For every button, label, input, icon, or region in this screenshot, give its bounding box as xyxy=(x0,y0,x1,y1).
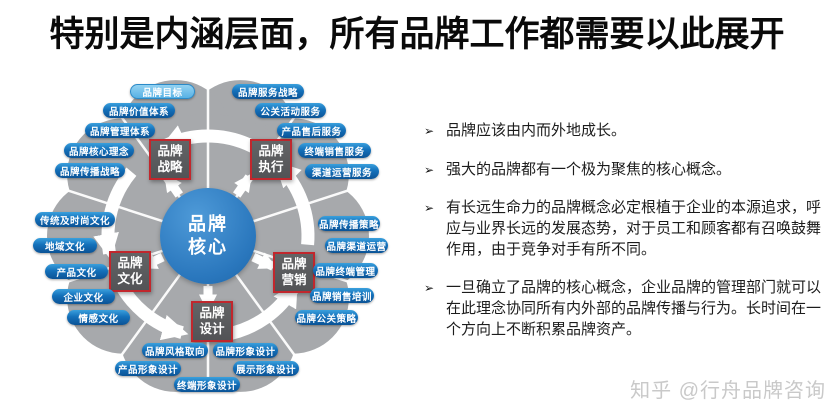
brand-core-diagram: 品牌核心 品牌战略 品牌执行 品牌营销 品牌设计 品牌文化 品牌目标 品牌价值体… xyxy=(0,70,420,420)
pill-brand-mgmt-system: 品牌管理体系 xyxy=(85,123,155,138)
page-title: 特别是内涵层面，所有品牌工作都需要以此展开 xyxy=(49,15,785,54)
pill-brand-goal: 品牌目标 xyxy=(130,84,195,99)
pill-pr-tactics: 品牌公关策略 xyxy=(295,310,358,325)
pill-terminal-sales-service: 终端销售服务 xyxy=(298,143,371,158)
watermark: 知乎 @行舟品牌咨询 xyxy=(630,380,826,402)
bullet-text: 一旦确立了品牌的核心概念，企业品牌的管理部门就可以在此理念协同所有内外部的品牌传… xyxy=(446,279,822,338)
hub-brand-culture: 品牌文化 xyxy=(109,251,151,293)
bullet-item: ➢ 有长远生命力的品牌概念必定根植于企业的本源追求，呼应与业界长远的发展态势，对… xyxy=(424,198,828,260)
bullet-text: 品牌应该由内而外地成长。 xyxy=(446,122,627,139)
pill-terminal-management: 品牌终端管理 xyxy=(313,263,378,278)
bullet-text: 强大的品牌都有一个极为聚焦的核心概念。 xyxy=(446,160,732,178)
pill-brand-core-concept: 品牌核心理念 xyxy=(64,143,134,158)
hub-brand-marketing: 品牌营销 xyxy=(273,252,315,294)
arrow-bullet-icon: ➢ xyxy=(424,201,435,216)
pill-product-image-design: 产品形象设计 xyxy=(115,361,181,376)
pill-aftersales-service: 产品售后服务 xyxy=(277,123,346,138)
pill-corporate-culture: 企业文化 xyxy=(52,289,115,304)
pill-brand-comm-strategy: 品牌传播战略 xyxy=(55,163,125,178)
pill-display-image-design: 展示形象设计 xyxy=(233,361,299,376)
hub-brand-execution: 品牌执行 xyxy=(250,139,292,181)
hub-brand-strategy: 品牌战略 xyxy=(149,139,191,181)
pill-brand-value-system: 品牌价值体系 xyxy=(103,103,175,118)
arrow-bullet-icon: ➢ xyxy=(424,281,435,296)
center-node-label: 品牌核心 xyxy=(188,213,228,257)
pill-style-orientation: 品牌风格取向 xyxy=(142,343,208,358)
bullet-item: ➢ 一旦确立了品牌的核心概念，企业品牌的管理部门就可以在此理念协同所有内外部的品… xyxy=(424,278,828,340)
pill-sales-training: 品牌销售培训 xyxy=(310,288,374,303)
bullet-item: ➢ 强大的品牌都有一个极为聚焦的核心概念。 xyxy=(424,160,828,181)
pill-terminal-image-design: 终端形象设计 xyxy=(174,377,240,392)
pill-product-culture: 产品文化 xyxy=(45,264,108,279)
pill-brand-image-design: 品牌形象设计 xyxy=(213,343,278,358)
hub-brand-design: 品牌设计 xyxy=(191,301,233,343)
pill-pr-activity-service: 公关活动服务 xyxy=(255,103,326,118)
pill-traditional-fashion-culture: 传统及时尚文化 xyxy=(35,212,115,227)
bullet-list: ➢ 品牌应该由内而外地成长。 ➢ 强大的品牌都有一个极为聚焦的核心概念。 ➢ 有… xyxy=(424,121,828,341)
bullet-item: ➢ 品牌应该由内而外地成长。 xyxy=(424,121,828,142)
diagram-center-node: 品牌核心 xyxy=(160,188,256,284)
pill-comm-tactics: 品牌传播策略 xyxy=(318,216,380,231)
arrow-bullet-icon: ➢ xyxy=(424,124,435,138)
pill-service-strategy: 品牌服务战略 xyxy=(232,84,304,99)
pill-channel-operation: 品牌渠道运营 xyxy=(325,238,388,253)
arrow-bullet-icon: ➢ xyxy=(424,162,435,177)
pill-regional-culture: 地域文化 xyxy=(33,238,97,253)
pill-channel-ops-service: 渠道运营服务 xyxy=(305,164,379,179)
pill-emotional-culture: 情感文化 xyxy=(67,310,130,325)
bullet-text: 有长远生命力的品牌概念必定根植于企业的本源追求，呼应与业界长远的发展态势，对于员… xyxy=(446,199,822,258)
